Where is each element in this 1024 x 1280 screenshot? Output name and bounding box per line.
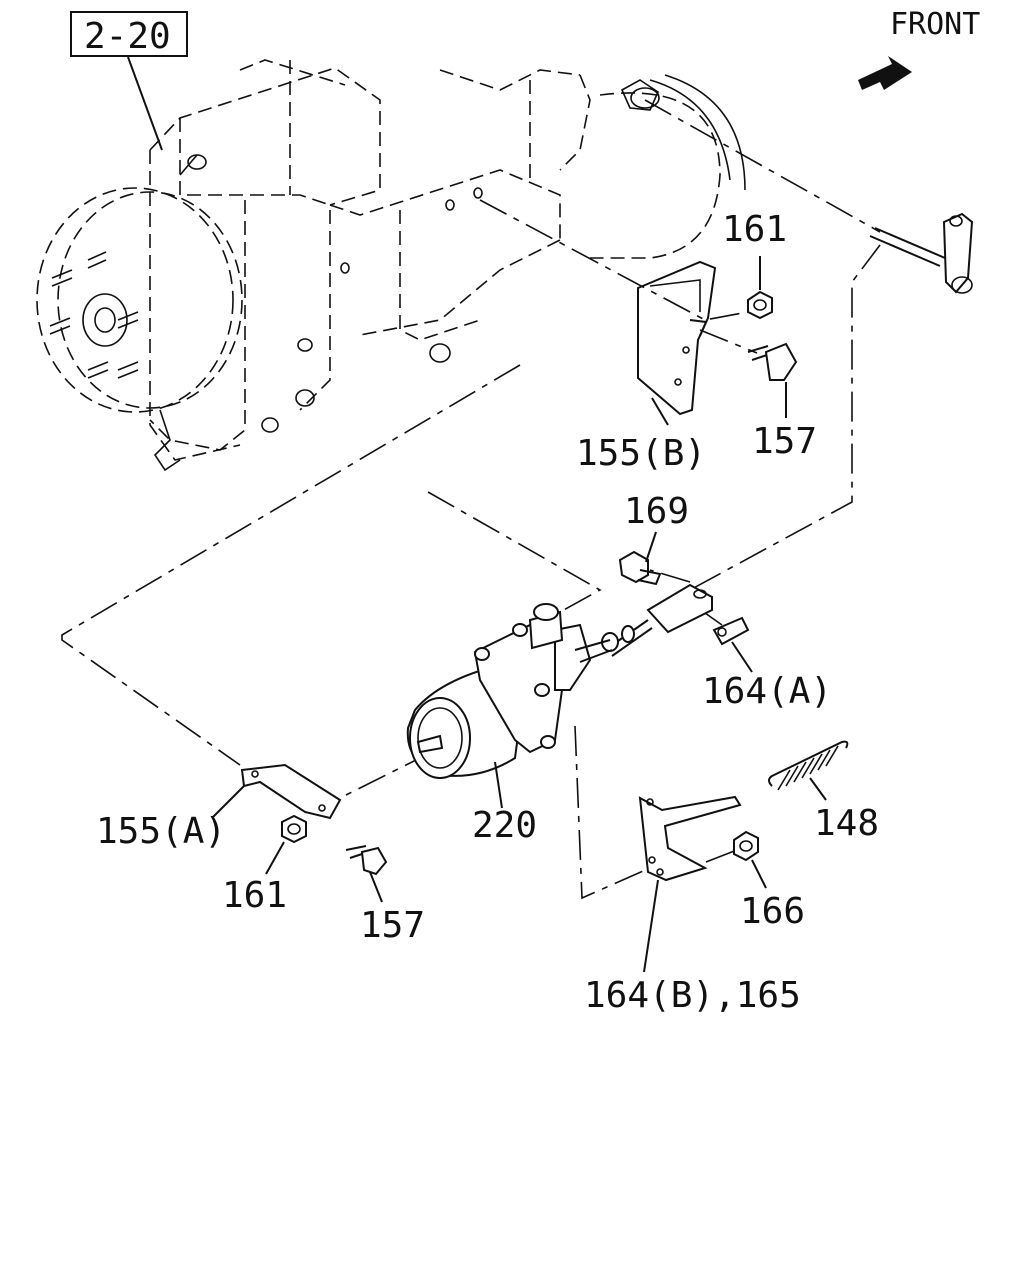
callout-169[interactable]: 169 (624, 491, 690, 532)
assembly-chain-lines (61, 99, 881, 900)
callout-161-lower[interactable]: 161 (222, 875, 288, 916)
callout-166[interactable]: 166 (740, 891, 806, 932)
reference-page-label: 2-20 (84, 16, 171, 57)
reference-leader-line (127, 56, 163, 151)
callout-155b[interactable]: 155(B) (576, 433, 707, 474)
reference-page-box[interactable]: 2-20 (70, 11, 188, 57)
nut-166-drawing (733, 830, 759, 862)
shift-lever-arm (869, 212, 974, 294)
callout-220[interactable]: 220 (472, 805, 538, 846)
callout-155a[interactable]: 155(A) (96, 811, 227, 852)
nut-161-upper-drawing (747, 290, 773, 320)
nut-161-lower-drawing (281, 814, 307, 844)
bracket-155b-drawing (637, 260, 717, 416)
bolt-157-lower-drawing (345, 845, 388, 876)
callout-164b-165[interactable]: 164(B),165 (584, 975, 801, 1016)
transmission-assembly-outline (36, 59, 746, 472)
callout-164a[interactable]: 164(A) (702, 671, 833, 712)
callout-157-lower[interactable]: 157 (360, 905, 426, 946)
callout-leader-lines (211, 256, 827, 973)
front-orientation-label: FRONT (890, 7, 981, 42)
callout-161-upper[interactable]: 161 (722, 209, 788, 250)
callout-157-upper[interactable]: 157 (752, 421, 818, 462)
clip-164a-drawing (712, 616, 750, 646)
bolt-157-upper-drawing (747, 342, 798, 381)
spring-148-drawing (768, 740, 849, 791)
callout-148[interactable]: 148 (814, 803, 880, 844)
bracket-155a-drawing (240, 763, 342, 820)
clevis-rod-drawing (601, 583, 713, 657)
clutch-booster-220-drawing (406, 603, 613, 779)
bolt-169-drawing (618, 550, 662, 586)
front-arrow-icon (858, 56, 912, 90)
bracket-164b-drawing (638, 795, 742, 882)
